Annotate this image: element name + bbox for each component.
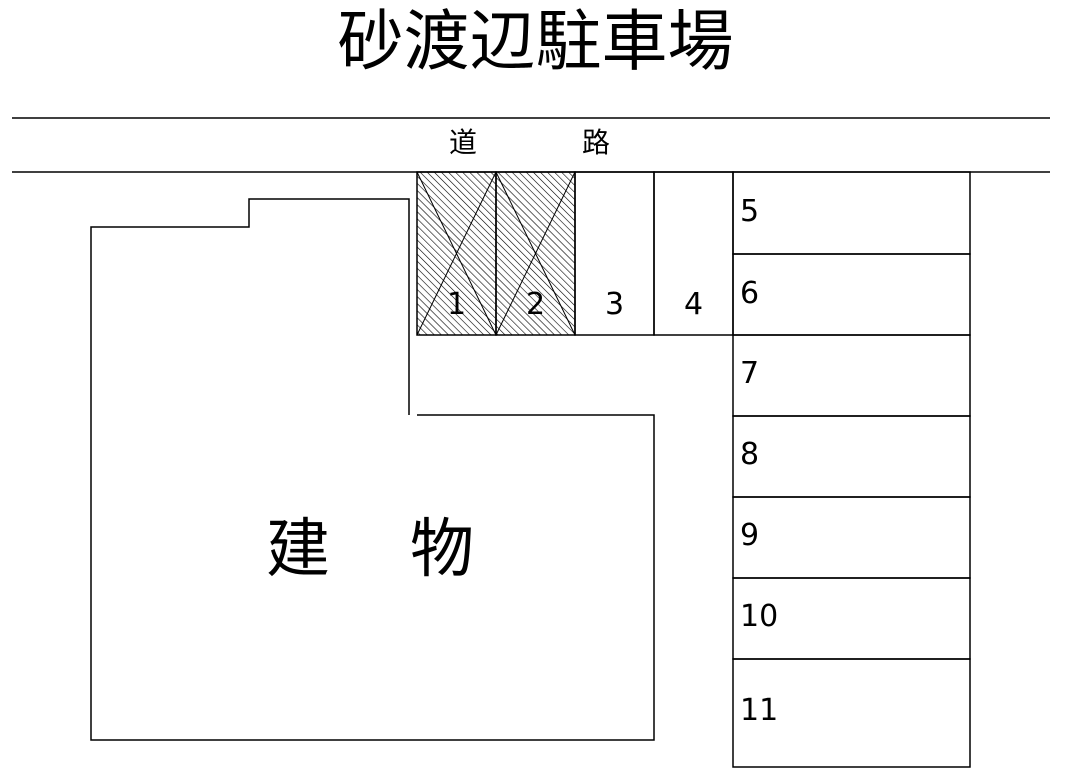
space-number-9: 9: [740, 518, 760, 553]
road-label-right: 路: [582, 126, 611, 159]
space-6[interactable]: [732, 253, 971, 336]
space-number-1: 1: [447, 287, 467, 322]
space-number-7: 7: [740, 356, 760, 391]
space-2[interactable]: [495, 171, 576, 336]
space-number-4: 4: [684, 287, 704, 322]
page-title: 砂渡辺駐車場: [337, 3, 734, 80]
space-8[interactable]: [732, 415, 971, 498]
space-1[interactable]: [416, 171, 497, 336]
space-number-11: 11: [740, 693, 779, 728]
road-label-left: 道: [449, 126, 478, 159]
space-11[interactable]: [732, 658, 971, 768]
space-number-8: 8: [740, 437, 760, 472]
space-number-6: 6: [740, 276, 760, 311]
right-column-spaces: [732, 171, 971, 768]
space-5[interactable]: [732, 171, 971, 255]
building-outline: [90, 198, 655, 741]
space-number-3: 3: [605, 287, 625, 322]
road: [12, 117, 1050, 173]
space-number-2: 2: [526, 287, 546, 322]
building-label-left: 建: [266, 513, 330, 587]
space-number-10: 10: [740, 599, 779, 634]
space-number-5: 5: [740, 194, 760, 229]
space-7[interactable]: [732, 334, 971, 417]
space-9[interactable]: [732, 496, 971, 579]
building-label-right: 物: [410, 513, 474, 587]
